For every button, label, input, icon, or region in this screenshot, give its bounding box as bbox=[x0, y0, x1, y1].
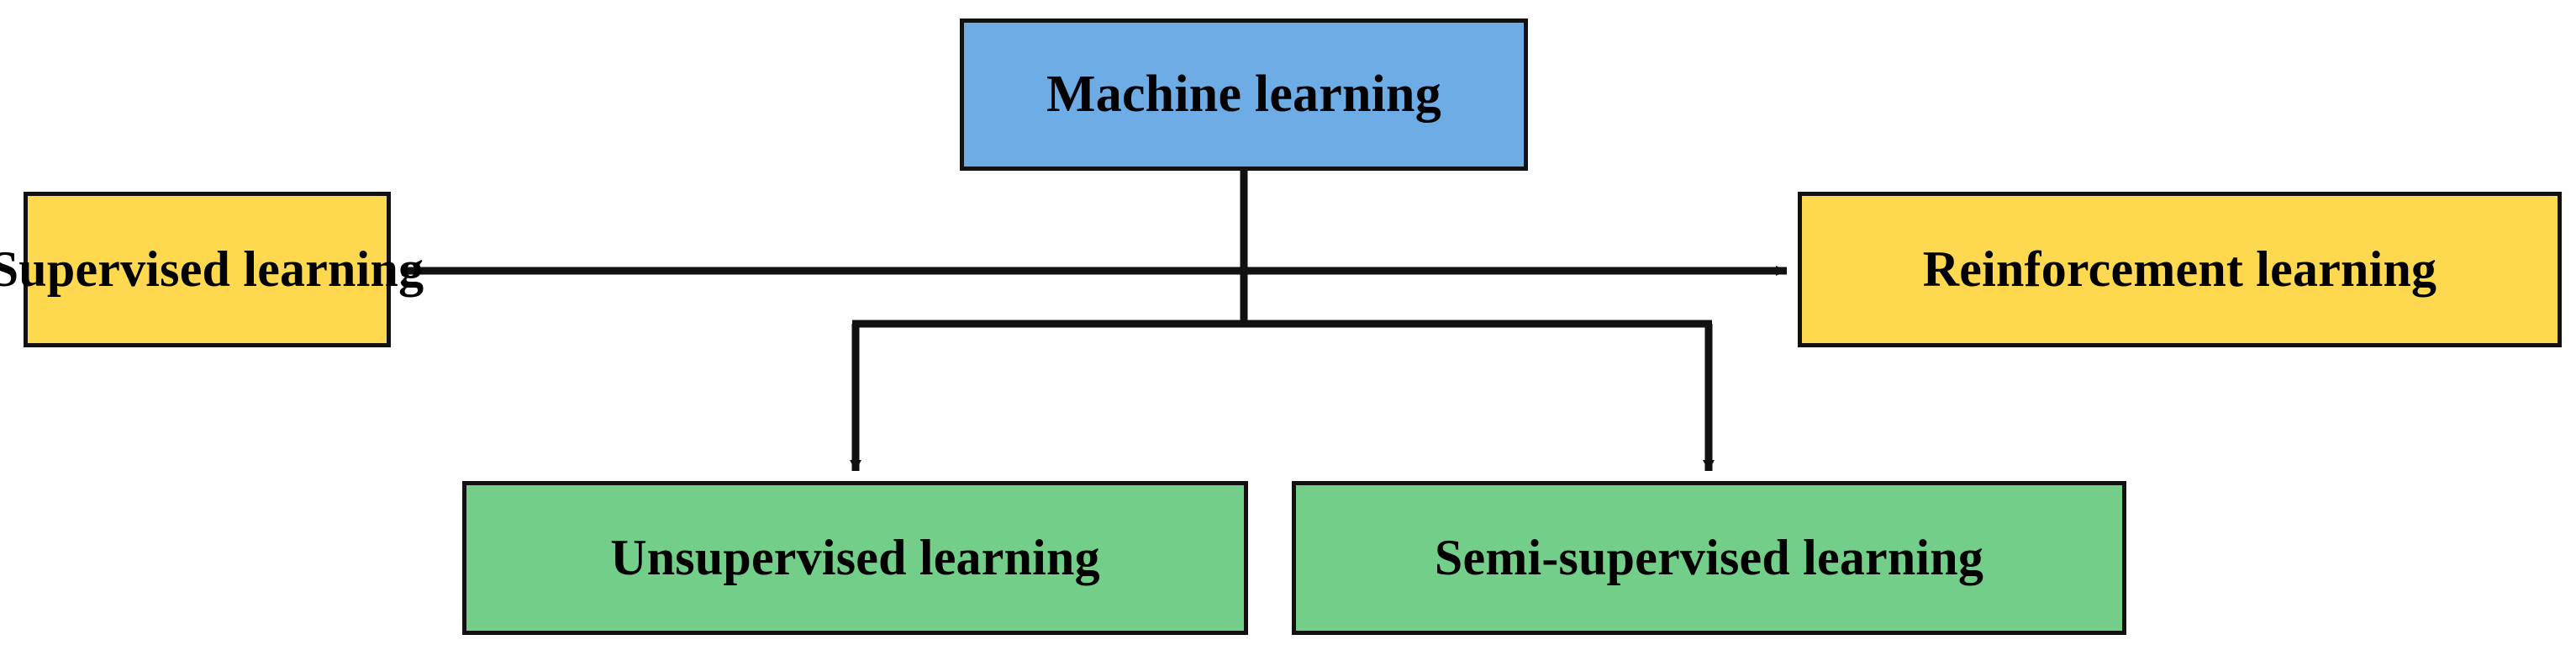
node-supervised-learning-label: Supervised learning bbox=[0, 241, 424, 297]
node-supervised-learning[interactable]: Supervised learning bbox=[0, 192, 424, 347]
node-machine-learning-label: Machine learning bbox=[1046, 65, 1441, 123]
node-unsupervised-learning[interactable]: Unsupervised learning bbox=[462, 481, 1248, 635]
node-machine-learning[interactable]: Machine learning bbox=[960, 19, 1528, 171]
node-reinforcement-learning[interactable]: Reinforcement learning bbox=[1798, 192, 2562, 347]
node-reinforcement-learning-label: Reinforcement learning bbox=[1922, 241, 2437, 297]
node-semi-supervised-learning[interactable]: Semi-supervised learning bbox=[1292, 481, 2126, 635]
node-unsupervised-learning-label: Unsupervised learning bbox=[610, 530, 1100, 585]
node-semi-supervised-learning-label: Semi-supervised learning bbox=[1434, 530, 1984, 585]
